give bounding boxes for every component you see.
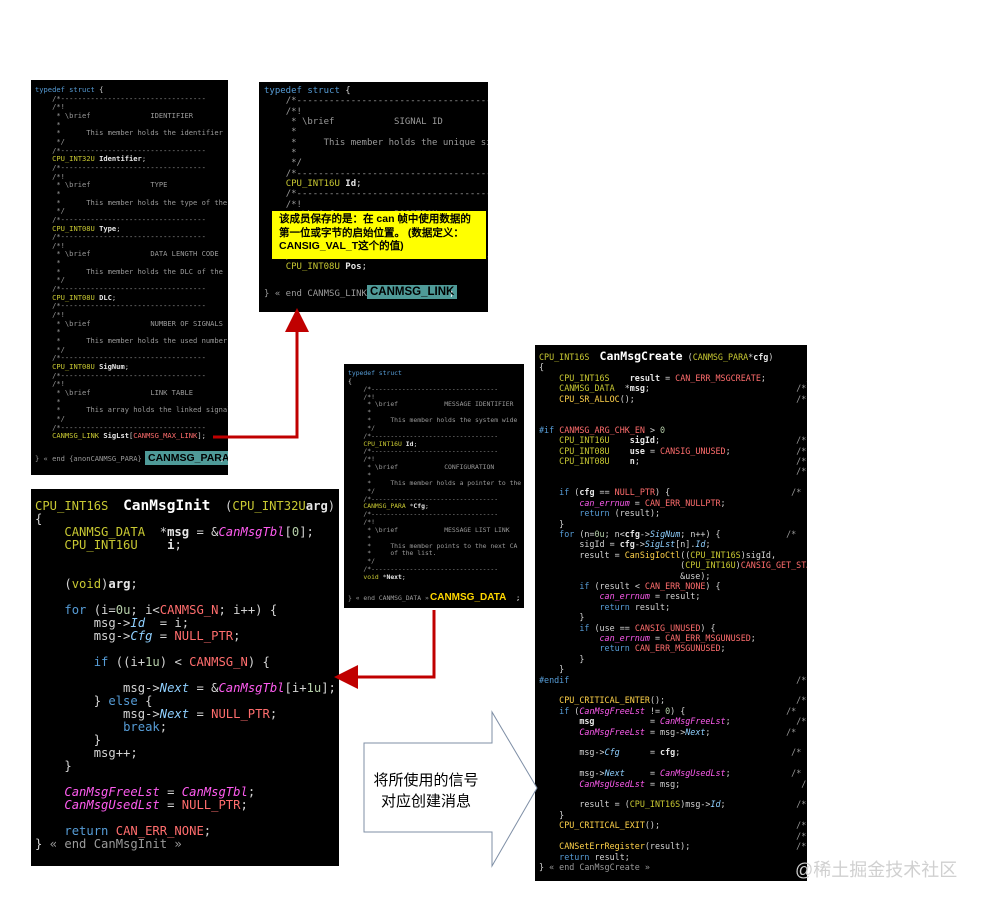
badge-tail: ; xyxy=(220,454,225,463)
watermark: @稀土掘金技术社区 xyxy=(795,860,958,880)
badge-tail: ; xyxy=(449,289,455,299)
callout-arrow-label: 将所使用的信号对应创建消息 xyxy=(373,772,479,810)
code-canmsginit: CPU_INT16S CanMsgInit (CPU_INT32Uarg) { … xyxy=(35,498,336,851)
end-comment-canmsg-data: } « end CANMSG_DATA » xyxy=(348,594,429,602)
code-panel-canmsg-link: typedef struct { /*---------------------… xyxy=(259,82,488,312)
end-comment-canmsg-link: } « end CANMSG_LINK » xyxy=(264,289,378,299)
arrow-data-to-init xyxy=(334,610,436,689)
badge-tail: ; xyxy=(516,593,521,602)
code-canmsg-para: typedef struct { /*---------------------… xyxy=(35,85,228,441)
badge-canmsg-link: CANMSG_LINK xyxy=(367,285,458,299)
code-panel-canmsgcreate: CPU_INT16S CanMsgCreate (CANMSG_PARA*cfg… xyxy=(535,345,807,881)
code-canmsg-data: typedef struct { /*---------------------… xyxy=(348,369,522,581)
code-panel-canmsginit: CPU_INT16S CanMsgInit (CPU_INT32Uarg) { … xyxy=(31,489,339,866)
badge-canmsg-data: CANMSG_DATA xyxy=(430,592,507,603)
code-panel-canmsg-para: typedef struct { /*---------------------… xyxy=(31,80,228,475)
badge-canmsg-para: CANMSG_PARA xyxy=(145,451,228,465)
end-comment-canmsg-para: } « end {anonCANMSG_PARA} » xyxy=(35,454,151,463)
code-canmsgcreate: CPU_INT16S CanMsgCreate (CANMSG_PARA*cfg… xyxy=(539,349,807,872)
code-panel-canmsg-data: typedef struct { /*---------------------… xyxy=(344,364,524,608)
annotation-note: 该成员保存的是：在 can 帧中使用数据的第一位或字节的启始位置。 (数据定义：… xyxy=(272,211,486,259)
